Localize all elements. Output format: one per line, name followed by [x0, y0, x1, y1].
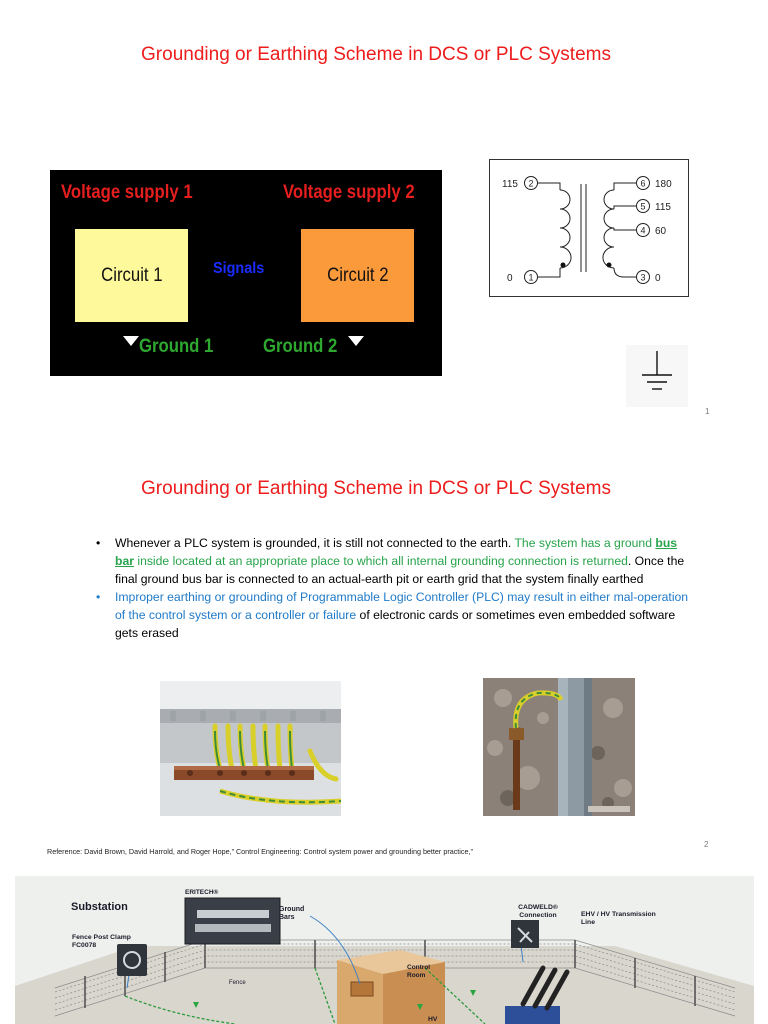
primary-coil — [559, 189, 572, 269]
reference-citation: Reference: David Brown, David Harrold, a… — [47, 847, 473, 856]
secondary-tap-115-label: 115 — [655, 202, 671, 213]
control-room-label: Control Room — [407, 964, 431, 979]
fence-label: Fence — [229, 980, 246, 986]
slide1-page-number: 1 — [705, 407, 710, 416]
bullet2-text: of electronic cards or sometimes even em… — [115, 608, 676, 640]
pin-3-number: 3 — [640, 273, 645, 283]
slide2-page-number: 2 — [704, 840, 709, 849]
circuit-1-box: Circuit 1 — [75, 229, 188, 322]
bullet2-blue-text: Improper earthing or grounding of Progra… — [115, 590, 689, 622]
pin-6-number: 6 — [640, 179, 645, 189]
secondary-tap-180-label: 180 — [655, 179, 672, 190]
pin-1-number: 1 — [528, 273, 533, 283]
bullet-dot-icon: • — [96, 536, 101, 550]
pin-5-number: 5 — [640, 202, 645, 212]
eritech-label: ERITECH® — [185, 889, 219, 896]
hv-label: HV — [428, 1016, 438, 1023]
bullet1-green-text: The system has a ground — [514, 536, 656, 550]
fence-post-clamp-label: Fence Post Clamp — [72, 934, 131, 941]
substation-grounding-illustration: Substation ERITECH® Ground Bars Fence Po… — [15, 876, 754, 1024]
earth-rod-photo — [483, 678, 635, 816]
circuit-ground-diagram: Voltage supply 1 Voltage supply 2 Circui… — [50, 170, 442, 376]
earth-ground-icon — [626, 345, 688, 407]
circuit-1-label: Circuit 1 — [100, 264, 163, 286]
bullet-list: • Whenever a PLC system is grounded, it … — [96, 534, 696, 642]
secondary-tap-0-label: 0 — [655, 273, 661, 284]
secondary-tap-60-label: 60 — [655, 226, 667, 237]
voltage-supply-2-label: Voltage supply 2 — [283, 182, 415, 203]
ehv-hv-transmission-label: EHV / HV Transmission Line — [581, 911, 656, 926]
primary-tap-0-label: 0 — [507, 273, 513, 284]
bullet1-text-end: . Once the final ground bus bar is conne… — [115, 554, 685, 586]
bullet-item-1: • Whenever a PLC system is grounded, it … — [96, 534, 696, 588]
ground-1-arrow-icon — [123, 336, 139, 346]
bullet-dot-icon: • — [96, 590, 101, 604]
ground-bus-bar-photo — [160, 681, 341, 816]
bullet-item-2: • Improper earthing or grounding of Prog… — [96, 588, 696, 642]
voltage-supply-1-label: Voltage supply 1 — [61, 182, 193, 203]
bus-bar-term: bus bar — [115, 536, 678, 568]
bullet1-green-text-2: inside located at an appropriate place t… — [133, 554, 628, 568]
ground-2-arrow-icon — [348, 336, 364, 346]
secondary-coil — [602, 189, 615, 269]
primary-polarity-dot — [560, 262, 566, 268]
circuit-2-label: Circuit 2 — [326, 264, 389, 286]
circuit-2-box: Circuit 2 — [301, 229, 414, 322]
bullet1-text: Whenever a PLC system is grounded, it is… — [115, 536, 515, 550]
primary-tap-115-label: 115 — [502, 179, 518, 190]
secondary-polarity-dot — [606, 262, 612, 268]
ground-2-label: Ground 2 — [263, 336, 338, 357]
ground-bars-label: Ground Bars — [279, 906, 305, 921]
slide1-title: Grounding or Earthing Scheme in DCS or P… — [141, 44, 611, 65]
fc0078-label: FC0078 — [72, 942, 97, 949]
pin-2-number: 2 — [528, 179, 533, 189]
slide2-title: Grounding or Earthing Scheme in DCS or P… — [141, 478, 611, 499]
transformer-schematic: 115 0 180 115 60 0 — [489, 159, 689, 297]
pin-4-number: 4 — [640, 226, 645, 236]
ground-1-label: Ground 1 — [139, 336, 214, 357]
cadweld-label: CADWELD® Connection — [518, 904, 558, 919]
signals-label: Signals — [213, 260, 265, 277]
substation-label: Substation — [71, 901, 128, 913]
